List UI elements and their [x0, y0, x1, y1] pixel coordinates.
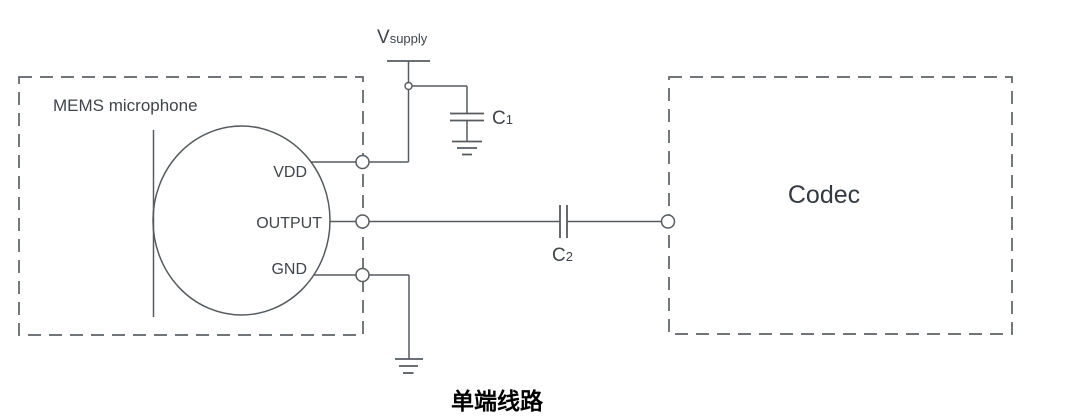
ground-symbol-c1: [452, 140, 482, 156]
pin-label-vdd: VDD: [273, 164, 307, 181]
codec-block-label: Codec: [788, 181, 860, 209]
diagram-caption: 单端线路: [451, 388, 544, 414]
vsupply-label: Vsupply: [377, 27, 428, 48]
ground-symbol-mic: [395, 358, 423, 374]
vdd-terminal-circle: [355, 154, 370, 170]
codec-input-terminal-circle: [660, 214, 676, 229]
vsupply-c1-junction-dot: [404, 81, 413, 91]
output-terminal-circle: [355, 214, 370, 229]
pin-label-gnd: GND: [271, 261, 307, 278]
mems-block-label: MEMS microphone: [53, 96, 198, 115]
c2-label: C2: [552, 245, 573, 266]
gnd-terminal-circle: [355, 267, 370, 283]
pin-label-output: OUTPUT: [256, 215, 322, 232]
c1-label: C1: [492, 108, 513, 129]
mems-block-dashed-box: [18, 76, 364, 336]
codec-block-dashed-box: [668, 76, 1013, 335]
